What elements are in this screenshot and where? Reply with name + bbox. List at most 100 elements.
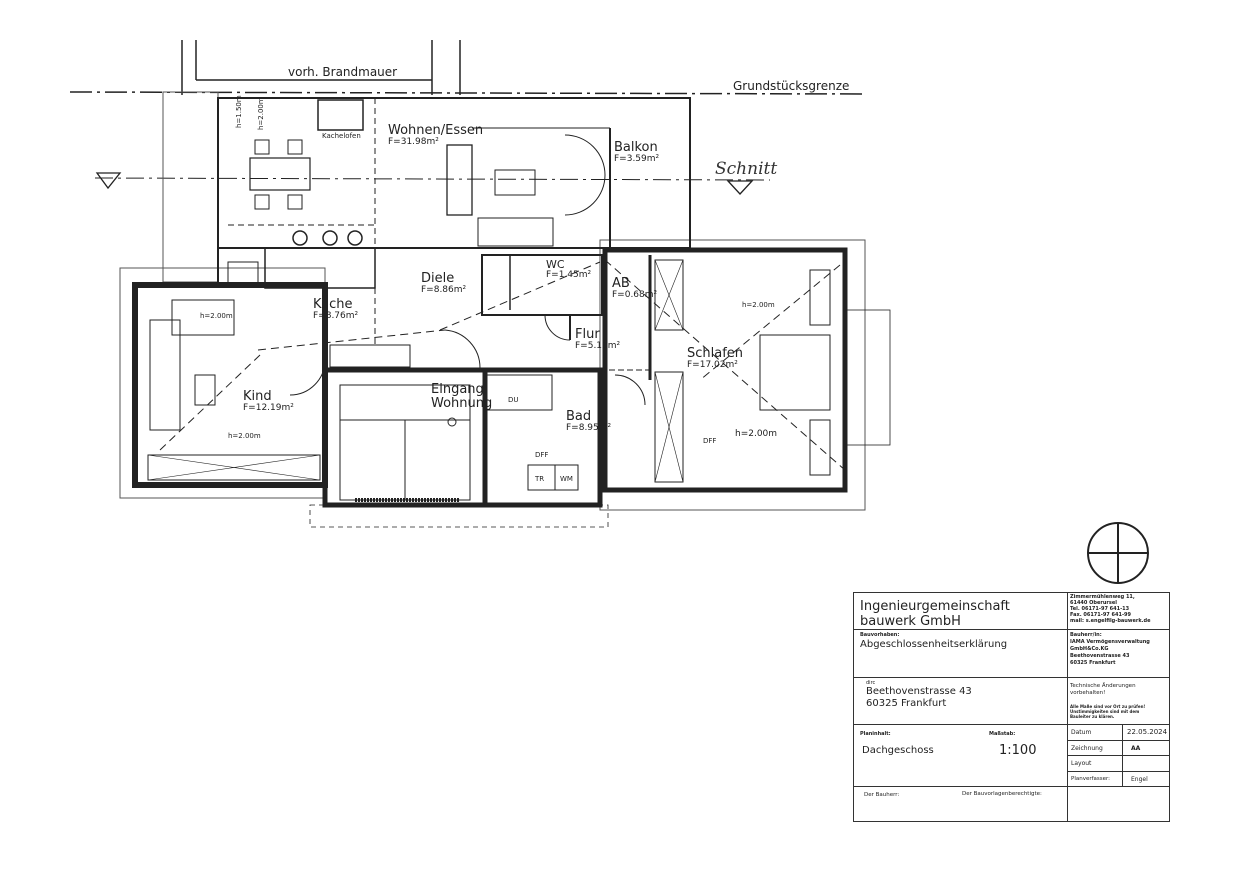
section-line <box>94 177 771 181</box>
date-value-cell: 22.05.2024 <box>1123 725 1169 741</box>
address-line: Zimmermühlenweg 11, <box>1070 594 1135 600</box>
drawing-label: Zeichnung <box>1071 745 1103 752</box>
date-label-cell: Datum <box>1068 725 1123 741</box>
notice-small: Bauleiter zu klären. <box>1070 714 1115 719</box>
drawing-label-cell: Zeichnung <box>1068 741 1123 756</box>
notice-small: Alle Maße sind vor Ort zu prüfen! <box>1070 704 1146 709</box>
room-name: Balkon <box>614 140 658 155</box>
section-marker-left-icon <box>95 172 122 190</box>
room-name: Diele <box>421 271 455 286</box>
room-area: F=12.19m² <box>243 403 294 414</box>
room-name: AB <box>612 276 630 291</box>
notice-line: vorbehalten! <box>1070 690 1106 696</box>
address-cell: dirc Beethovenstrasse 43 60325 Frankfurt <box>854 678 1068 725</box>
architect-signature-label: Der Bauvorlagenberechtigte: <box>962 791 1042 797</box>
layout-value-cell <box>1123 756 1169 772</box>
signature-cell: Der Bauherr: Der Bauvorlagenberechtigte: <box>854 787 1068 821</box>
author-value-cell: Engel <box>1123 772 1169 787</box>
stove-label: Kachelofen <box>322 132 361 140</box>
washer-label: WM <box>560 475 573 483</box>
content-value: Dachgeschoss <box>862 745 934 756</box>
drawing-value: AA <box>1131 745 1141 752</box>
company-address: Zimmermühlenweg 11, 61440 Oberursel Tel.… <box>1068 593 1169 630</box>
client-label: Bauherr/in: <box>1070 632 1102 638</box>
entrance-label: Eingang Wohnung <box>431 382 493 412</box>
height-label: h=2.00m <box>735 429 778 439</box>
layout-label: Layout <box>1071 760 1092 767</box>
section-marker-right-icon <box>726 180 754 195</box>
content-label: Planinhalt: <box>860 731 891 737</box>
room-area: F=31.98m² <box>388 137 439 148</box>
dryer-label: TR <box>535 475 545 483</box>
walls <box>132 97 891 528</box>
date-value: 22.05.2024 <box>1127 728 1168 736</box>
section-label: Schnitt <box>715 159 778 179</box>
height-label: h=2.00m <box>742 301 775 309</box>
room-area: F=8.95m² <box>566 423 612 434</box>
client-cell: Bauherr/in: IAMA Vermögensverwaltung Gmb… <box>1068 630 1169 678</box>
room-area: F=3.59m² <box>614 154 660 165</box>
address-line: 61440 Oberursel <box>1070 600 1117 606</box>
room-name: WC <box>546 258 565 271</box>
layout-label-cell: Layout <box>1068 756 1123 772</box>
date-label: Datum <box>1071 729 1092 736</box>
address-street: Beethovenstrasse 43 <box>866 686 972 697</box>
author-label: Planverfasser: <box>1071 776 1111 782</box>
project-cell: Bauvorhaben: Abgeschlossenheitserklärung <box>854 630 1068 678</box>
room-name: Flur <box>575 327 600 342</box>
room-name: Schlafen <box>687 346 744 361</box>
room-area: F=1.45m² <box>546 270 592 281</box>
height-label-1-50: h=1.50m <box>235 95 243 128</box>
shower-label: DU <box>508 396 519 404</box>
height-label: h=2.00m <box>200 312 233 320</box>
room-area: F=8.76m² <box>313 311 359 322</box>
room-area: F=5.10m² <box>575 341 621 352</box>
room-name: Bad <box>566 409 592 424</box>
property-line-label: Grundstücksgrenze <box>733 79 850 93</box>
company-cell: Ingenieurgemeinschaft bauwerk GmbH <box>854 593 1068 630</box>
height-label: h=2.00m <box>257 97 265 130</box>
client-line: Beethovenstrasse 43 <box>1070 653 1130 659</box>
firewall-lines <box>181 40 461 95</box>
skylight-label: DFF <box>703 437 717 445</box>
company-name: bauwerk GmbH <box>860 614 961 629</box>
content-cell: Planinhalt: Dachgeschoss Maßstab: 1:100 <box>854 725 1068 787</box>
project-label: Bauvorhaben: <box>860 632 900 638</box>
height-label: h=2.00m <box>228 432 261 440</box>
room-area: F=8.86m² <box>421 285 467 296</box>
room-name: Küche <box>313 297 353 312</box>
room-area: F=0.68m² <box>612 290 658 301</box>
drawing-value-cell: AA <box>1123 741 1169 756</box>
owner-signature-label: Der Bauherr: <box>864 792 900 798</box>
address-city: 60325 Frankfurt <box>866 698 947 709</box>
address-line: Fax. 06171-97 641-99 <box>1070 612 1132 618</box>
address-line: Tel. 06171-97 641-13 <box>1070 606 1130 612</box>
address-line: mail: s.engelfilg-bauwerk.de <box>1070 618 1151 624</box>
notice-line: Technische Änderungen <box>1070 683 1136 689</box>
title-block: Ingenieurgemeinschaft bauwerk GmbH Zimme… <box>853 592 1170 822</box>
room-area: F=17.02m² <box>687 360 738 371</box>
firewall-label: vorh. Brandmauer <box>288 65 398 79</box>
company-name: Ingenieurgemeinschaft <box>860 599 1010 614</box>
scale-value: 1:100 <box>999 743 1037 758</box>
north-arrow-icon <box>1087 522 1149 584</box>
client-line: GmbH&Co.KG <box>1070 646 1109 652</box>
notice-small: Unstimmigkeiten sind mit dem <box>1070 709 1140 714</box>
client-line: IAMA Vermögensverwaltung <box>1070 639 1150 645</box>
author-label-cell: Planverfasser: <box>1068 772 1123 787</box>
room-name: Kind <box>243 389 272 404</box>
notice-cell: Technische Änderungen vorbehalten! Alle … <box>1068 678 1169 725</box>
scale-label: Maßstab: <box>989 731 1016 737</box>
client-line: 60325 Frankfurt <box>1070 660 1116 666</box>
